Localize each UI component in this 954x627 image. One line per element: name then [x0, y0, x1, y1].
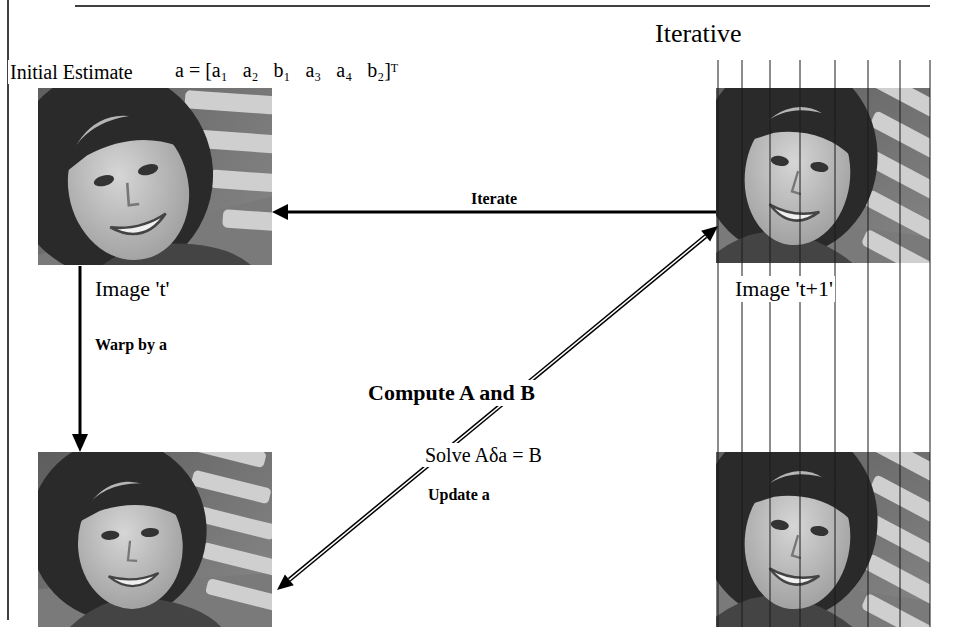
- image-node: Image 't': [38, 88, 272, 265]
- annotation-text: Warp by a: [93, 335, 169, 354]
- edge-label: Iterate: [469, 189, 519, 208]
- annotation-text: Update a: [426, 485, 492, 504]
- diagram-title: Iterative: [653, 18, 744, 49]
- double-arrow: [277, 226, 718, 590]
- annotation-text: Solve Aδa = B: [423, 443, 544, 467]
- image-caption: Image 't': [93, 276, 172, 302]
- annotation-text: Initial Estimate: [8, 60, 135, 84]
- photo: [15, 427, 295, 627]
- image-caption: Image 't+1': [733, 276, 835, 302]
- image-node: Image 't+1': [716, 88, 930, 263]
- annotation-text: Compute A and B: [366, 380, 537, 406]
- frame-line: [75, 5, 930, 7]
- warp-arrow: [72, 266, 88, 452]
- annotation-text: a = [a₁ a₂ b₁ a₃ a₄ b₂]ᵀ: [173, 58, 400, 82]
- column-lines: [718, 60, 930, 627]
- frame-line: [7, 0, 9, 620]
